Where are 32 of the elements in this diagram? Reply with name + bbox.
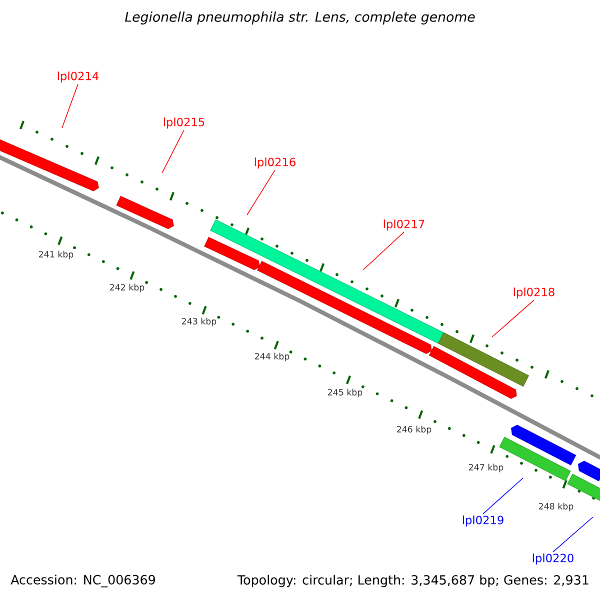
gene-feature	[511, 424, 576, 466]
leader-line	[552, 516, 594, 552]
gene-label: lpl0216	[254, 158, 296, 168]
gene-feature	[578, 460, 600, 482]
tick-label: 246 kbp	[396, 426, 432, 434]
leader-line	[246, 170, 276, 216]
gene-label: lpl0220	[532, 554, 574, 564]
tick-label: 242 kbp	[110, 284, 144, 292]
tick-label: 248 kbp	[538, 502, 574, 512]
title: Legionella pneumophila str. Lens, complete genome	[125, 12, 475, 24]
genome-info-text: Topology: circular; Length: 3,345,687 bp; Genes: 2,931	[237, 574, 588, 588]
gene-feature	[116, 196, 174, 230]
gene-label: lpl0215	[164, 118, 204, 128]
gene-feature	[567, 474, 600, 502]
tick-label: 241 kbp	[38, 250, 74, 260]
gene-label: lpl0214	[58, 72, 99, 82]
gene-label: lpl0218	[514, 288, 554, 298]
accession-text: Accession: NC_006369	[10, 574, 155, 588]
tick-label: 244 kbp	[254, 352, 290, 362]
gene-feature	[0, 138, 99, 192]
tick-label: 243 kbp	[182, 318, 216, 326]
gene-feature	[204, 236, 260, 270]
leader-line	[162, 130, 184, 174]
tick-label: 245 kbp	[328, 388, 362, 398]
gene-label: lpl0217	[384, 220, 424, 230]
tick-label: 247 kbp	[468, 464, 504, 472]
leader-line	[362, 232, 404, 270]
gene-label: lpl0219	[462, 516, 504, 526]
leader-line	[62, 84, 78, 128]
gene-feature	[428, 346, 517, 399]
leader-line	[482, 478, 524, 514]
leader-line	[492, 300, 534, 338]
